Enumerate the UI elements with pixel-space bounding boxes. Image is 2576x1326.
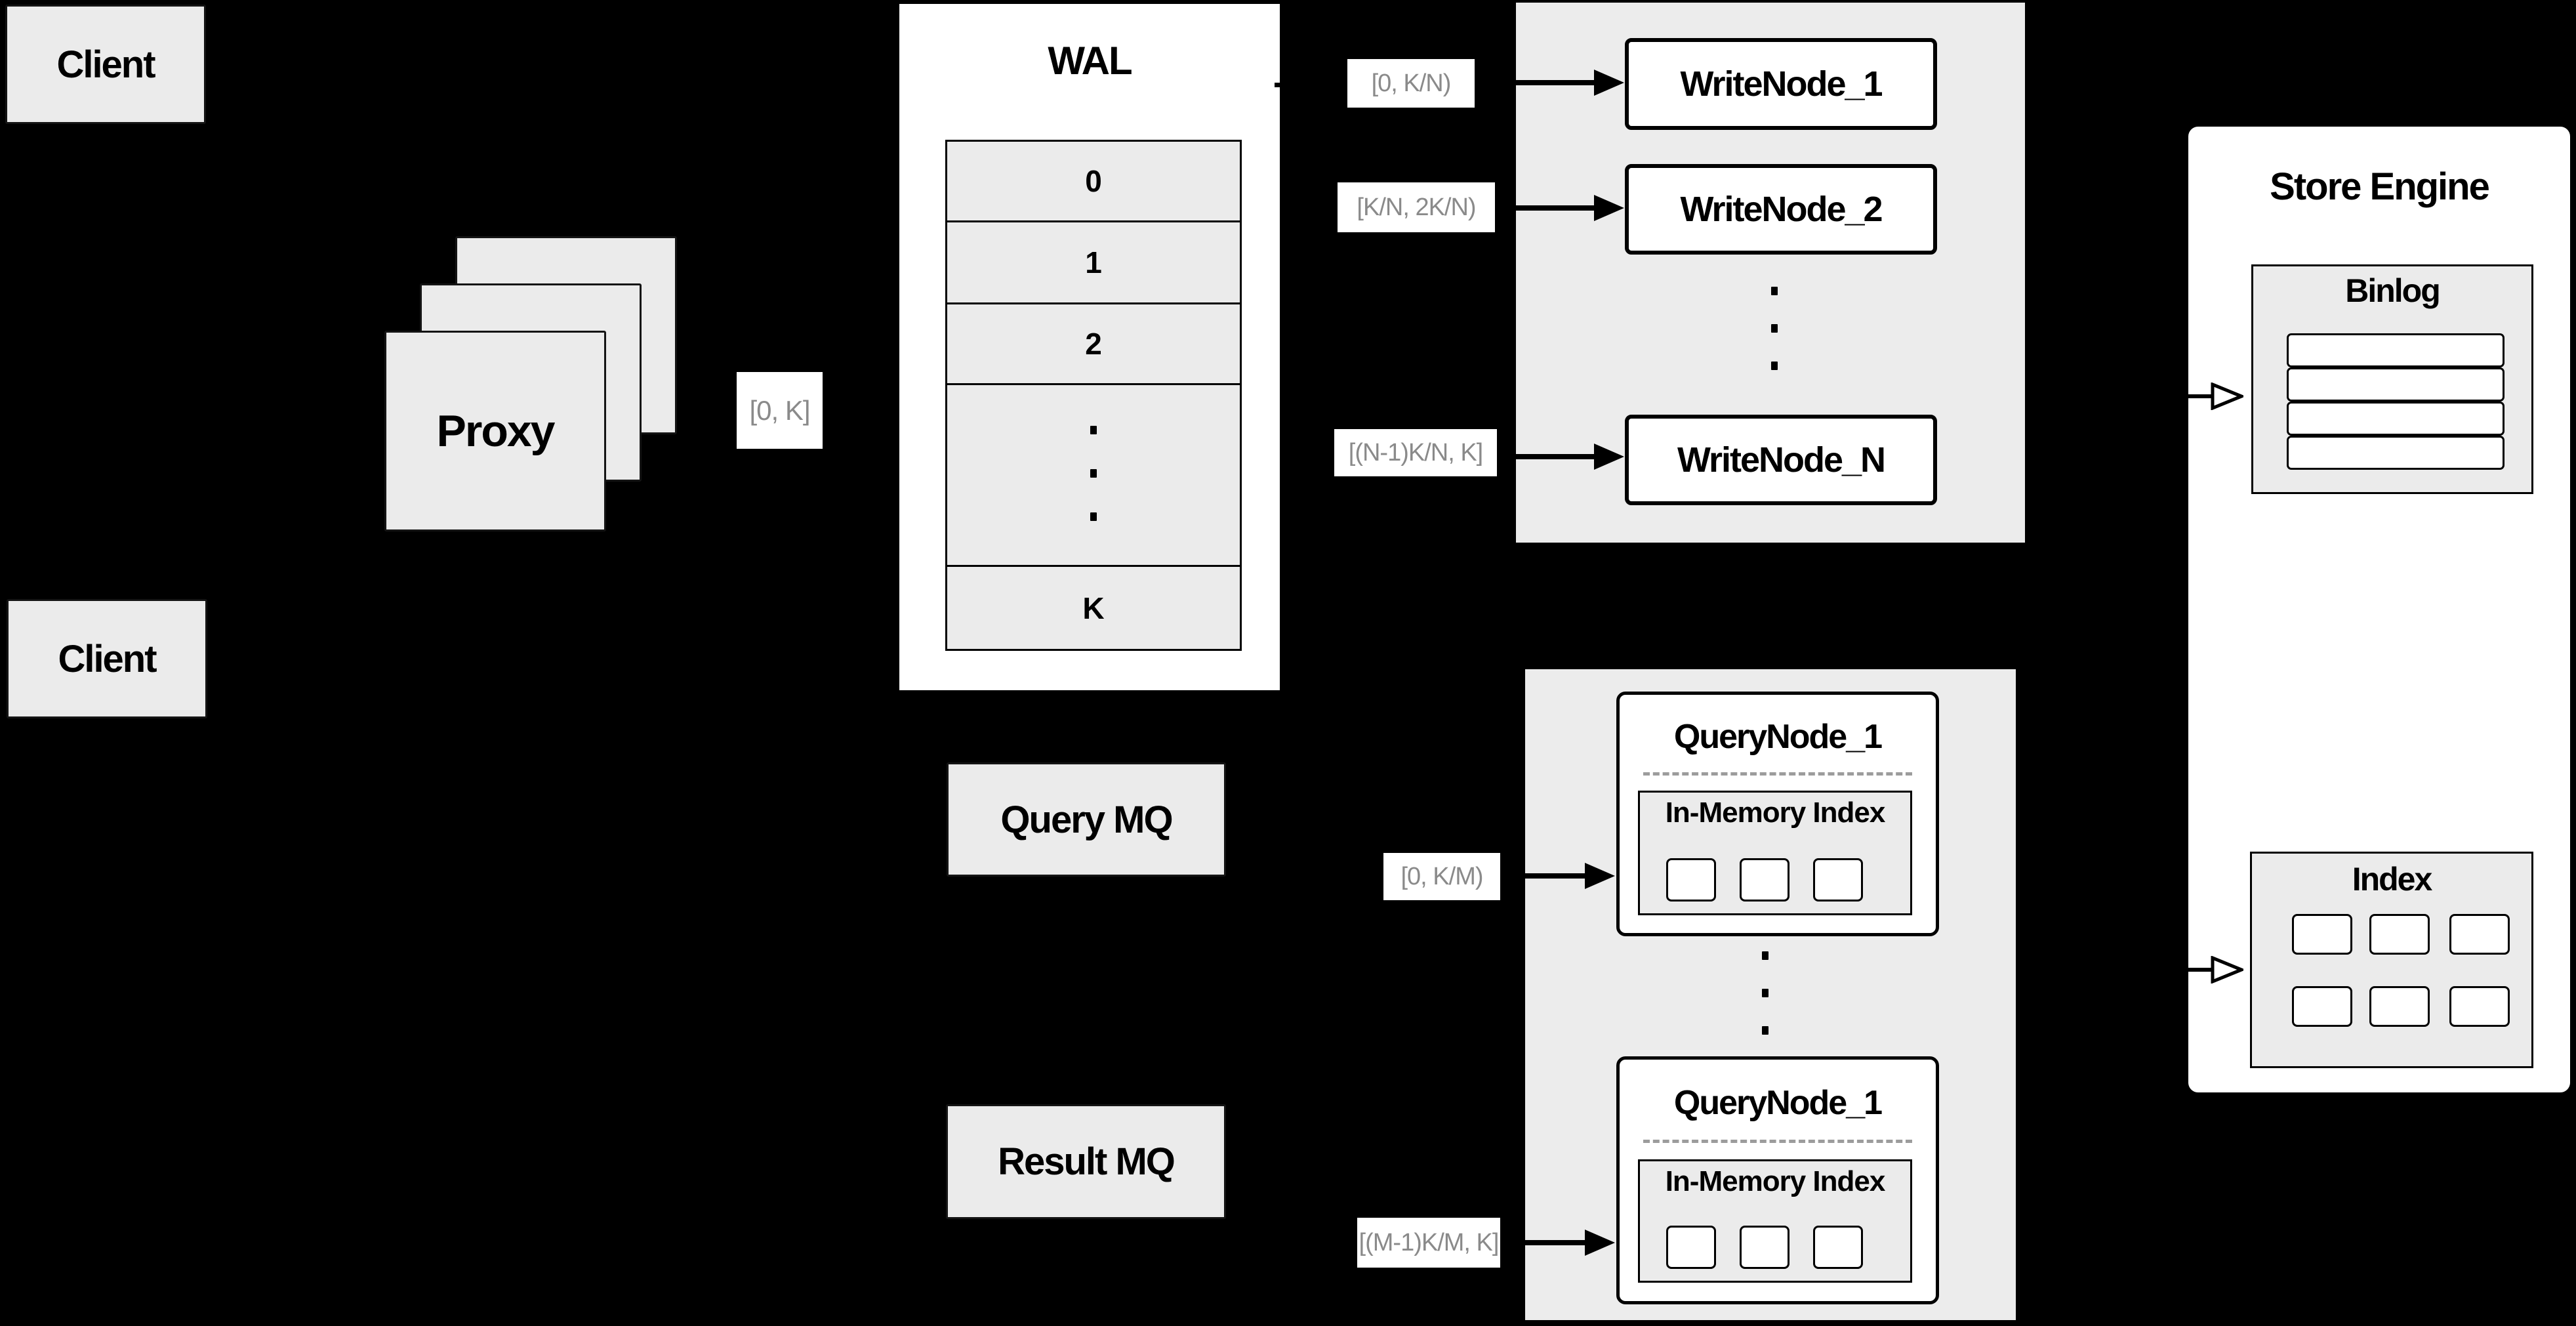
- dashed-divider: [1643, 772, 1912, 776]
- write-node-2: WriteNode_2: [1625, 164, 1937, 255]
- index-cell: [2369, 986, 2430, 1027]
- client-top-label: Client: [56, 43, 155, 86]
- write-node-n: WriteNode_N: [1625, 415, 1937, 505]
- proxy-box-front: Proxy: [384, 331, 606, 531]
- in-memory-index-title-bottom: In-Memory Index: [1665, 1165, 1886, 1197]
- query-node-bottom-label: QueryNode_1: [1673, 1084, 1883, 1122]
- store-engine-title: Store Engine: [2270, 165, 2490, 208]
- index-cell: [2292, 914, 2352, 955]
- write-node-n-label: WriteNode_N: [1677, 440, 1886, 480]
- memory-cell: [1813, 858, 1863, 901]
- store-engine-box: Store Engine Binlog Index: [2186, 125, 2572, 1094]
- binlog-row: [2287, 402, 2504, 436]
- wal-row-1: 1: [947, 222, 1240, 304]
- binlog-row: [2287, 436, 2504, 470]
- in-memory-index-panel-bottom: In-Memory Index: [1638, 1159, 1912, 1283]
- query-mq-label: Query MQ: [1000, 798, 1173, 841]
- index-title: Index: [2352, 861, 2433, 898]
- index-cell: [2369, 914, 2430, 955]
- query-mq-box: Query MQ: [947, 762, 1226, 877]
- memory-cell: [1813, 1226, 1863, 1269]
- binlog-panel: Binlog: [2251, 264, 2533, 494]
- query-range-label-top: [0, K/M): [1383, 853, 1500, 900]
- query-range-label-bottom: [(M-1)K/M, K]: [1357, 1218, 1500, 1268]
- vertical-ellipsis-icon: [1090, 426, 1097, 524]
- write-range-label-n: [(N-1)K/N, K]: [1334, 429, 1497, 476]
- result-mq-box: Result MQ: [946, 1104, 1226, 1219]
- client-bottom-label: Client: [58, 637, 157, 680]
- memory-cell: [1666, 858, 1716, 901]
- query-node-top: QueryNode_1 In-Memory Index: [1616, 692, 1939, 936]
- wal-arrow-stub: [1275, 83, 1284, 87]
- query-node-bottom: QueryNode_1 In-Memory Index: [1616, 1056, 1939, 1304]
- write-node-1: WriteNode_1: [1625, 38, 1937, 130]
- memory-cell: [1740, 858, 1789, 901]
- wal-box: WAL 0 1 2 K: [897, 2, 1284, 692]
- wal-row-ellipsis: [947, 385, 1240, 567]
- wal-row-0: 0: [947, 142, 1240, 222]
- index-panel: Index: [2250, 852, 2533, 1068]
- wal-title: WAL: [1048, 39, 1132, 83]
- query-node-top-label: QueryNode_1: [1673, 718, 1883, 756]
- binlog-title: Binlog: [2345, 272, 2441, 309]
- memory-cell: [1666, 1226, 1716, 1269]
- binlog-row: [2287, 333, 2504, 367]
- write-node-2-label: WriteNode_2: [1680, 190, 1883, 229]
- in-memory-index-title-top: In-Memory Index: [1665, 797, 1886, 829]
- wal-row-2: 2: [947, 304, 1240, 385]
- index-cell: [2449, 914, 2510, 955]
- write-range-label-1: [0, K/N): [1347, 59, 1475, 108]
- client-box-bottom: Client: [7, 599, 207, 718]
- proxy-label: Proxy: [436, 406, 556, 456]
- client-box-top: Client: [5, 5, 206, 124]
- wal-table: 0 1 2 K: [945, 140, 1242, 651]
- wal-row-k: K: [947, 567, 1240, 649]
- in-memory-index-panel-top: In-Memory Index: [1638, 791, 1912, 915]
- index-cell: [2292, 986, 2352, 1027]
- result-mq-label: Result MQ: [998, 1140, 1176, 1183]
- proxy-range-label: [0, K]: [737, 372, 823, 449]
- index-cell: [2449, 986, 2510, 1027]
- memory-cell: [1740, 1226, 1789, 1269]
- dashed-divider: [1643, 1140, 1912, 1143]
- write-node-1-label: WriteNode_1: [1680, 64, 1883, 104]
- write-range-label-2: [K/N, 2K/N): [1338, 182, 1495, 232]
- binlog-row: [2287, 367, 2504, 402]
